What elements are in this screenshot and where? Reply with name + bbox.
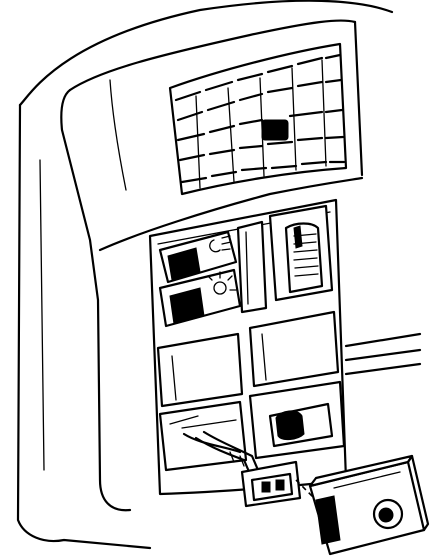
rotary-knob-icon: [372, 498, 404, 530]
side-cable: [344, 332, 422, 376]
connection-guide-line: [295, 479, 317, 501]
replacement-switch-module: [308, 454, 430, 556]
interior-light-icon: [207, 271, 237, 295]
connector-plug: [240, 460, 302, 508]
blank-switch-left: [156, 332, 244, 408]
headlight-icon: [209, 235, 232, 253]
air-vent-grille: [168, 42, 348, 196]
lower-toggle-switch: [248, 380, 346, 460]
blank-switch-right: [248, 310, 340, 388]
rocker-switch-headlight: [158, 230, 238, 284]
dimmer-wheel-icon: [293, 225, 319, 277]
rocker-switch-interior-light: [158, 268, 242, 328]
connector-pin: [261, 481, 271, 493]
center-blank-switch: [236, 220, 268, 314]
wiring-harness: [194, 430, 260, 476]
connector-pin: [275, 479, 285, 491]
dimmer-wheel-switch: [268, 204, 334, 302]
dashboard-housing: [16, 0, 394, 550]
vent-adjuster-knob: [261, 119, 289, 141]
vent-louvres: [174, 53, 346, 189]
empty-switch-opening: [158, 400, 248, 472]
